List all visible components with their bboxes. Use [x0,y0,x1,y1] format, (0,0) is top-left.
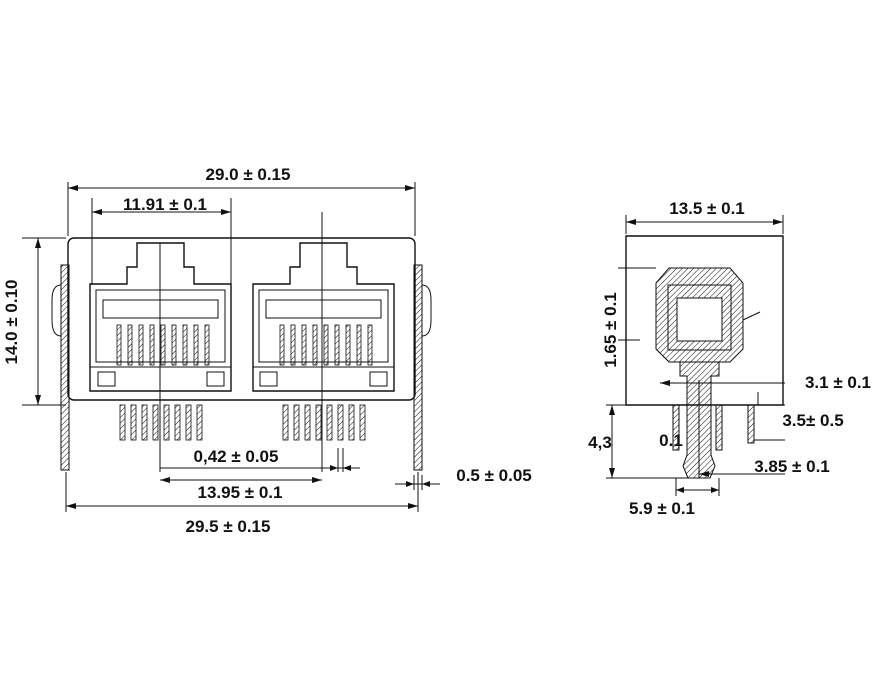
front-view: 29.0 ± 0.15 11.91 ± 0.1 14.0 ± 0.10 [2,165,532,536]
dim-port-pitch: 13.95 ± 0.1 [160,477,322,502]
dim-height: 14.0 ± 0.10 [2,237,66,406]
dim-depth-label: 13.5 ± 0.1 [669,199,745,218]
dim-overall-width-label: 29.5 ± 0.15 [186,517,271,536]
dim-small-label: 0.1 [659,431,683,450]
led-right-a [259,371,278,387]
dim-shield-thickness-label: 0.5 ± 0.05 [456,466,532,485]
side-view: 13.5 ± 0.1 1.65 ± 0.1 3.1 ± 0.1 3.5± 0.5 [588,199,871,518]
side-pin-right [715,404,723,451]
dim-pin-width: 0,42 ± 0.05 [160,447,360,472]
port-right-opening [252,242,395,392]
dim-pin-offset: 3.85 ± 0.1 [699,457,830,477]
dim-total-width: 29.0 ± 0.15 [67,165,416,236]
dim-pin-offset-label: 3.85 ± 0.1 [754,457,830,476]
dim-port-offset: 11.91 ± 0.1 [91,195,232,285]
dim-post-spacing-label: 5.9 ± 0.1 [629,499,695,518]
dim-pin-width-label: 0,42 ± 0.05 [194,447,279,466]
led-right-b [369,371,388,387]
port-right [252,242,395,441]
dim-post-spacing: 5.9 ± 0.1 [629,478,720,518]
dim-total-width-label: 29.0 ± 0.15 [206,165,291,184]
dim-overall-width: 29.5 ± 0.15 [65,472,419,536]
dim-height-label: 14.0 ± 0.10 [2,280,21,365]
dim-post-length-label: 3.1 ± 0.1 [805,373,871,392]
dim-post-length: 3.1 ± 0.1 [660,373,871,392]
dim-port-offset-label: 11.91 ± 0.1 [123,195,207,214]
dim-standoff: 4,3 [588,404,690,479]
led-left-b [206,371,225,387]
contacts-right [279,324,373,366]
shield-tabs [51,264,432,471]
dim-pin-length: 3.5± 0.5 [754,392,844,441]
side-pin-left [672,404,680,451]
led-left-a [97,371,116,387]
housing-outline [67,237,416,401]
dim-standoff-label: 4,3 [588,433,612,452]
dim-port-pitch-label: 13.95 ± 0.1 [198,483,283,502]
dim-led-height-label: 1.65 ± 0.1 [601,292,620,368]
contacts-left [116,324,210,366]
port-left [89,242,232,441]
side-octagon [655,267,744,363]
dim-pin-length-label: 3.5± 0.5 [782,411,843,430]
pins-left [119,404,203,441]
pins-right [282,404,366,441]
side-pin-rear [747,404,755,444]
dim-depth: 13.5 ± 0.1 [625,199,784,234]
dim-led-height: 1.65 ± 0.1 [601,267,656,368]
